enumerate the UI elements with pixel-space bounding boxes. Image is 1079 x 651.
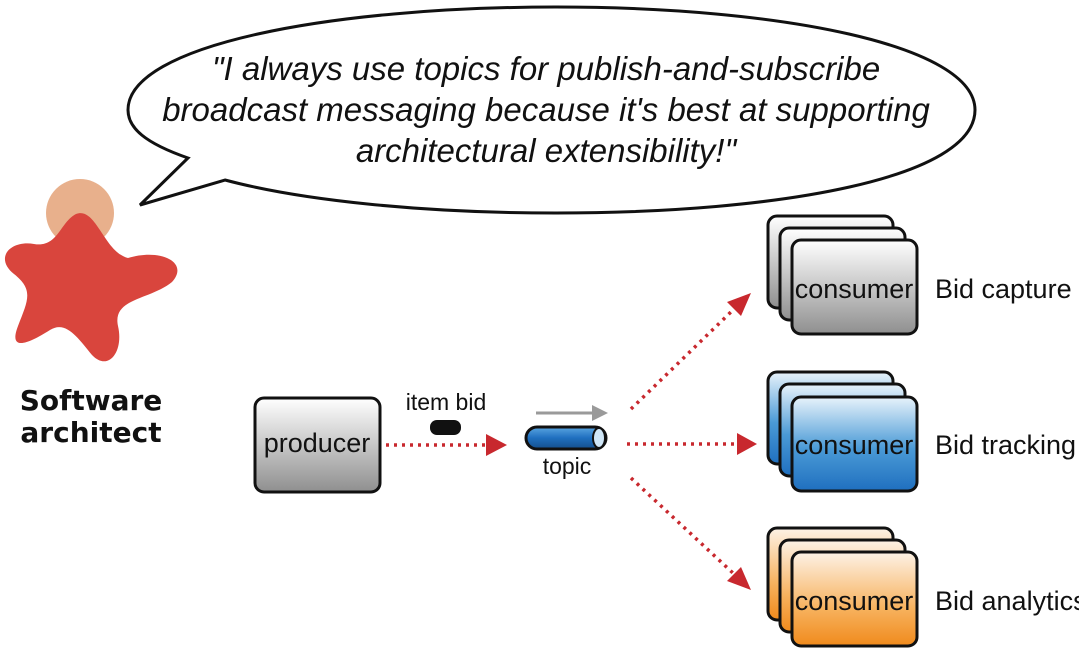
quote-line-1: "I always use topics for publish-and-sub…	[212, 50, 880, 87]
consumer-name-bid-analytics: Bid analytics	[935, 586, 1079, 616]
topic-to-bid-capture-arrow	[629, 293, 751, 411]
message-label: item bid	[406, 389, 487, 415]
producer-box: producer	[253, 396, 382, 494]
consumer-label: consumer	[795, 430, 914, 460]
quote-line-2: broadcast messaging because it's best at…	[162, 91, 930, 128]
consumer-name-bid-tracking: Bid tracking	[935, 430, 1076, 460]
actor-name-line-1: Software	[20, 384, 163, 417]
message-icon	[430, 420, 461, 435]
quote-line-3: architectural extensibility!"	[356, 132, 738, 169]
speech-bubble: "I always use topics for publish-and-sub…	[126, 5, 977, 215]
topic-icon	[524, 405, 608, 451]
consumer-label: consumer	[795, 586, 914, 616]
software-architect-icon	[4, 179, 178, 362]
consumer-stack-bid-analytics: consumer	[766, 526, 919, 648]
topic-to-bid-tracking-arrow	[627, 433, 757, 455]
producer-to-topic-arrow	[386, 434, 507, 456]
consumer-stack-bid-tracking: consumer	[766, 370, 919, 493]
consumer-name-bid-capture: Bid capture	[935, 274, 1072, 304]
topic-label: topic	[543, 453, 592, 479]
actor-name-line-2: architect	[20, 416, 161, 449]
consumer-label: consumer	[795, 274, 914, 304]
producer-label: producer	[264, 428, 371, 458]
topic-to-bid-analytics-arrow	[629, 476, 751, 590]
consumer-stack-bid-capture: consumer	[766, 214, 919, 336]
